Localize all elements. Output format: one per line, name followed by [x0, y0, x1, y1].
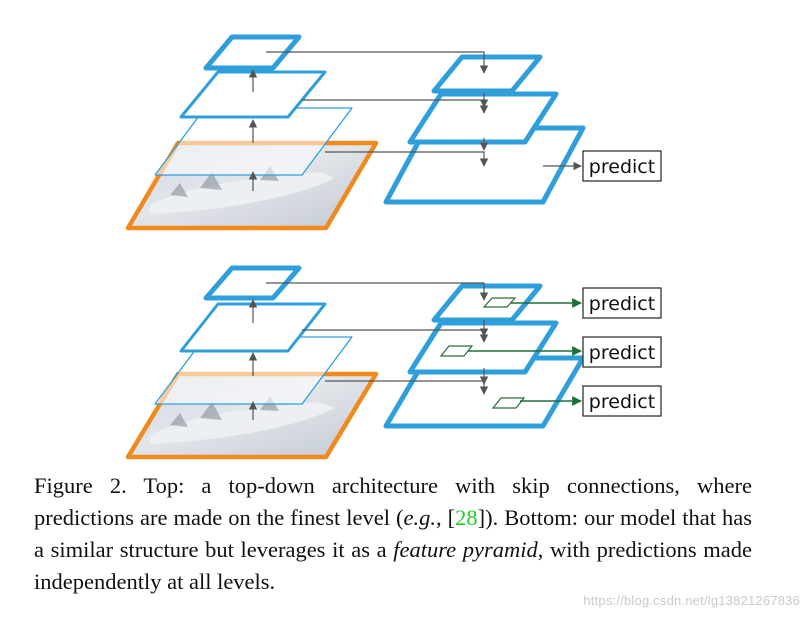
predict-label: predict [589, 391, 655, 413]
predict-label: predict [589, 342, 655, 364]
caption-text: Top: a top-down architecture with skip c… [34, 473, 752, 530]
pyramid-level-2-bottom [407, 320, 559, 375]
predict-box-bottom-2: predict [582, 336, 662, 368]
predict-box-top: predict [582, 150, 662, 182]
top-diagram: predict [125, 34, 662, 231]
predict-box-bottom-3: predict [582, 385, 662, 417]
figure-label: Figure 2. [34, 473, 127, 498]
caption-text: , [ [435, 505, 456, 530]
predict-label: predict [589, 156, 655, 178]
caption-text: ]). Bottom: our model that has a similar… [34, 505, 752, 562]
figure-caption: Figure 2. Top: a top-down architecture w… [34, 470, 752, 598]
predict-label: predict [589, 293, 655, 315]
watermark: https://blog.csdn.net/lg13821267836 [583, 593, 800, 608]
bottom-up-level-2-bottom [179, 302, 327, 353]
caption-text: , with predictions made independently at… [34, 537, 753, 594]
top-down-level-3-top [431, 54, 543, 94]
bottom-diagram: predict predict predict [125, 265, 662, 460]
caption-eg: e.g. [403, 505, 436, 530]
prediction-patch [482, 297, 517, 308]
skip-connection [266, 282, 489, 301]
caption-feature-pyramid: feature pyramid [393, 537, 538, 562]
prediction-patch [439, 345, 474, 357]
predict-box-bottom-1: predict [582, 287, 662, 319]
architecture-diagram: predict [125, 34, 662, 460]
citation-link[interactable]: 28 [455, 505, 478, 530]
bottom-up-level-2-top [179, 70, 327, 119]
bottom-up-level-3-top [203, 34, 302, 71]
skip-connection [325, 151, 489, 167]
bottom-up-level-3-bottom [203, 265, 302, 301]
top-down-level-2-top [407, 91, 559, 145]
prediction-patch [491, 397, 526, 409]
skip-connection [266, 51, 489, 74]
